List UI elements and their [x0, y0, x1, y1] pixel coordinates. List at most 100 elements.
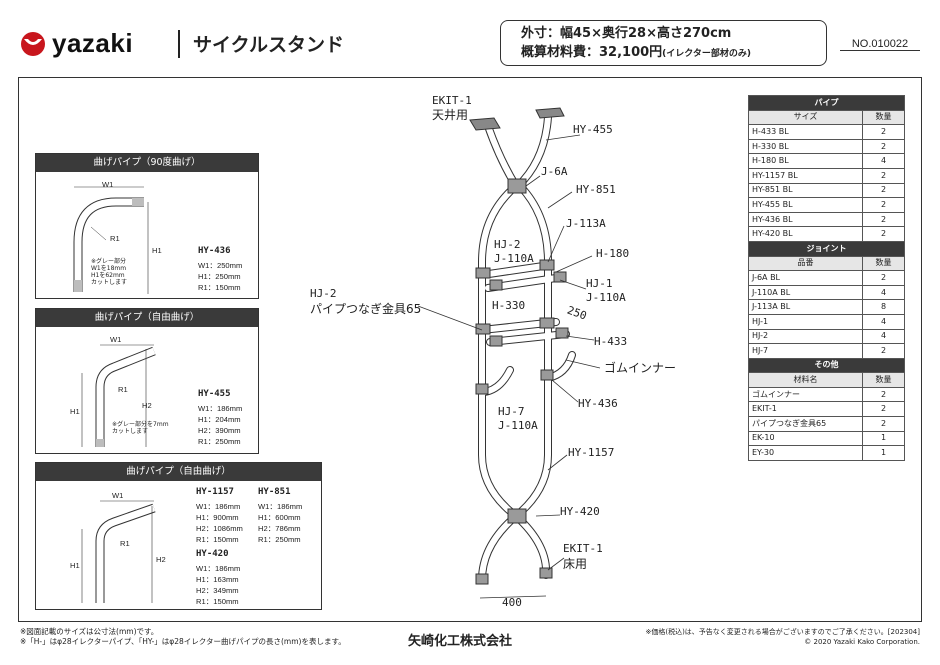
- spec-a-w1: W1：186mm: [196, 502, 241, 511]
- label-hy420: HY-420: [560, 505, 600, 518]
- spec-a-r1: R1：150mm: [196, 535, 239, 544]
- joint-name-cell: HJ-1: [748, 313, 863, 330]
- pipe-qty-cell: 2: [862, 197, 905, 213]
- joint-name-cell: J-6A BL: [748, 270, 863, 286]
- other-name-cell: EKIT-1: [748, 401, 863, 418]
- joint-section-row: ジョイント: [748, 240, 905, 257]
- joint-qty-cell: 2: [862, 270, 905, 286]
- label-ekit1-bottom: EKIT-1: [563, 542, 603, 555]
- joint-qty-cell: 4: [862, 284, 905, 301]
- label-hj7: HJ-7: [498, 405, 525, 418]
- h1-label: H1: [152, 246, 162, 255]
- label-hy436: HY-436: [578, 397, 618, 410]
- pipe-section-row: パイプ: [748, 95, 905, 111]
- drawing-frame: [18, 77, 922, 622]
- spec-w1: W1：250mm: [198, 261, 243, 270]
- label-dim250: 250: [565, 304, 588, 323]
- label-hj1: HJ-1: [586, 277, 613, 290]
- h1-label: H1: [70, 407, 80, 416]
- footer-right: ※価格(税込)は、予告なく変更される場合がございますのでご了承ください。[202…: [600, 627, 920, 647]
- label-ekit1-top: EKIT-1: [432, 94, 472, 107]
- footer-note-1: ※図面記載のサイズは公寸法(mm)です。: [20, 627, 159, 636]
- label-hj2: HJ-2: [494, 238, 521, 251]
- label-hy455: HY-455: [573, 123, 613, 136]
- spec-b-w1: W1：186mm: [258, 502, 303, 511]
- spec-h1: H1：204mm: [198, 415, 241, 424]
- spec-b-h2: H2：786mm: [258, 524, 301, 533]
- pipe-name-cell: H-180 BL: [748, 153, 863, 169]
- other-name-cell: EK-10: [748, 430, 863, 447]
- label-j113a: J-113A: [566, 217, 606, 230]
- other-col-name: 材料名: [748, 372, 863, 388]
- bend-pipe-diagram-90: [73, 186, 149, 294]
- part-name-b: HY-851: [258, 487, 291, 497]
- panel-free-bend-1: 曲げパイプ（自由曲げ） W1 R1 H1 H2 ※グレー部分を7mm カットしま…: [35, 308, 259, 454]
- joint-col-name: 品番: [748, 255, 863, 272]
- spec-c-r1: R1：150mm: [196, 597, 239, 606]
- spec-b-r1: R1：250mm: [258, 535, 301, 544]
- pipe-qty-cell: 2: [862, 124, 905, 140]
- pipe-name-cell: HY-851 BL: [748, 182, 863, 199]
- pipe-qty-cell: 2: [862, 226, 905, 242]
- cut-note: ※グレー部分 W1を18mm H1を62mm カットします: [91, 258, 128, 286]
- r1-label: R1: [110, 234, 120, 243]
- spec-a-h1: H1：900mm: [196, 513, 239, 522]
- label-j6a: J-6A: [541, 165, 568, 178]
- h2-label: H2: [142, 401, 152, 410]
- other-qty-cell: 2: [862, 401, 905, 418]
- label-j110a-1: J-110A: [494, 252, 534, 265]
- joint-qty-cell: 4: [862, 328, 905, 345]
- label-j110a-3: J-110A: [498, 419, 538, 432]
- label-hy851: HY-851: [576, 183, 616, 196]
- spec-b-h1: H1：600mm: [258, 513, 301, 522]
- r1-label: R1: [120, 539, 130, 548]
- label-hj2-left: HJ-2: [310, 287, 337, 300]
- pipe-qty-cell: 2: [862, 138, 905, 155]
- label-ceiling: 天井用: [432, 108, 468, 122]
- panel-title: 曲げパイプ（自由曲げ）: [36, 463, 321, 481]
- price-note: ※価格(税込)は、予告なく変更される場合がございますのでご了承ください。[202…: [645, 628, 920, 636]
- label-h180: H-180: [596, 247, 629, 260]
- other-qty-cell: 2: [862, 386, 905, 403]
- part-name: HY-436: [198, 246, 231, 256]
- company-name: 矢崎化工株式会社: [408, 634, 513, 649]
- spec-c-h1: H1：163mm: [196, 575, 239, 584]
- spec-h1: H1：250mm: [198, 272, 241, 281]
- other-col-qty: 数量: [862, 372, 905, 388]
- part-name-a: HY-1157: [196, 487, 234, 497]
- pipe-name-cell: HY-420 BL: [748, 226, 863, 242]
- cost-note: (イレクター部材のみ): [662, 49, 752, 59]
- other-qty-cell: 1: [862, 430, 905, 447]
- r1-label: R1: [118, 385, 128, 394]
- label-h330: H-330: [492, 299, 525, 312]
- pipe-qty-cell: 2: [862, 167, 905, 184]
- w1-label: W1: [102, 180, 114, 189]
- label-hy1157: HY-1157: [568, 446, 614, 459]
- spec-r1: R1：250mm: [198, 437, 241, 446]
- spec-h2: H2：390mm: [198, 426, 241, 435]
- pipe-name-cell: HY-1157 BL: [748, 167, 863, 184]
- joint-qty-cell: 4: [862, 313, 905, 330]
- pipe-outline: [478, 113, 576, 584]
- leader-lines: [417, 134, 601, 599]
- spec-c-w1: W1：186mm: [196, 564, 241, 573]
- joints: [475, 178, 569, 585]
- spec-r1: R1：150mm: [198, 283, 241, 292]
- pipe-header-row: サイズ数量: [748, 109, 905, 126]
